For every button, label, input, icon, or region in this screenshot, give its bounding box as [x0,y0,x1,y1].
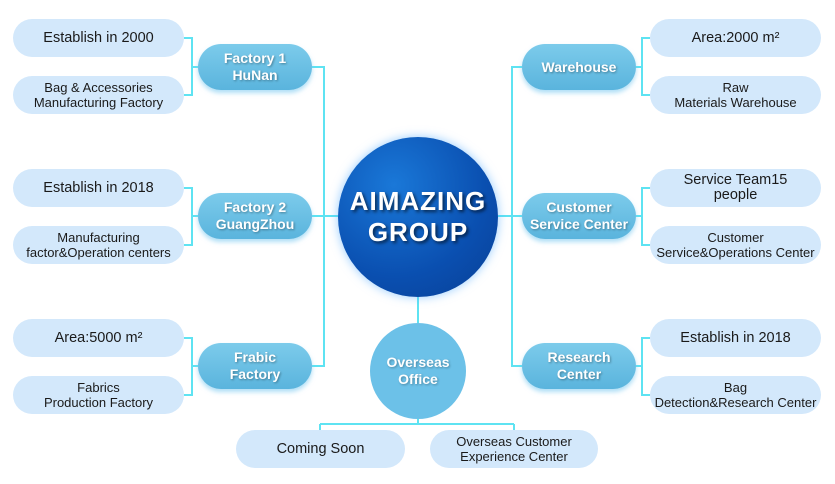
research-description: Bag Detection&Research Center [650,376,821,414]
factory2-description: Manufacturing factor&Operation centers [13,226,184,264]
warehouse-area: Area:2000 m² [650,19,821,57]
factory1-established: Establish in 2000 [13,19,184,57]
node-fabric-factory: Frabic Factory [198,343,312,389]
warehouse-description: Raw Materials Warehouse [650,76,821,114]
node-factory2: Factory 2 GuangZhou [198,193,312,239]
service-team: Service Team15 people [650,169,821,207]
node-customer-service: Customer Service Center [522,193,636,239]
overseas-experience-center: Overseas Customer Experience Center [430,430,598,468]
fabric-area: Area:5000 m² [13,319,184,357]
research-established: Establish in 2018 [650,319,821,357]
factory1-description: Bag & Accessories Manufacturing Factory [13,76,184,114]
center-aimazing-group: AIMAZING GROUP [338,137,498,297]
node-overseas-office: Overseas Office [370,323,466,419]
node-factory1: Factory 1 HuNan [198,44,312,90]
node-warehouse: Warehouse [522,44,636,90]
service-description: Customer Service&Operations Center [650,226,821,264]
fabric-description: Fabrics Production Factory [13,376,184,414]
overseas-coming-soon: Coming Soon [236,430,405,468]
factory2-established: Establish in 2018 [13,169,184,207]
node-research-center: Research Center [522,343,636,389]
